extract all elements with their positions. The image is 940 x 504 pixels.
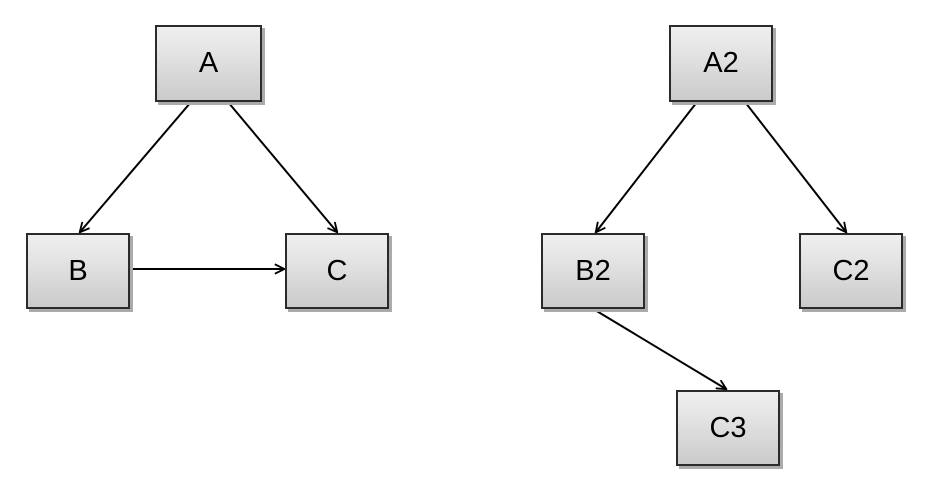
node-c3[interactable]: C3 xyxy=(676,390,780,466)
edge-a2-c2 xyxy=(744,101,846,232)
node-label-c2: C2 xyxy=(832,254,870,287)
node-c[interactable]: C xyxy=(285,233,389,309)
node-label-b: B xyxy=(68,254,88,287)
node-label-c: C xyxy=(326,254,348,287)
node-a2[interactable]: A2 xyxy=(669,25,773,102)
node-a[interactable]: A xyxy=(155,25,262,102)
edge-a-c xyxy=(227,101,337,232)
node-label-a2: A2 xyxy=(703,47,739,79)
node-b[interactable]: B xyxy=(26,233,130,309)
edges-group xyxy=(80,101,846,389)
node-label-c3: C3 xyxy=(709,411,747,444)
node-b2[interactable]: B2 xyxy=(541,233,645,309)
node-label-b2: B2 xyxy=(575,254,611,287)
node-label-a: A xyxy=(198,47,219,79)
edge-a2-b2 xyxy=(596,101,698,232)
edge-b2-c3 xyxy=(594,309,726,389)
node-c2[interactable]: C2 xyxy=(799,233,903,309)
edge-a-b xyxy=(80,101,192,232)
